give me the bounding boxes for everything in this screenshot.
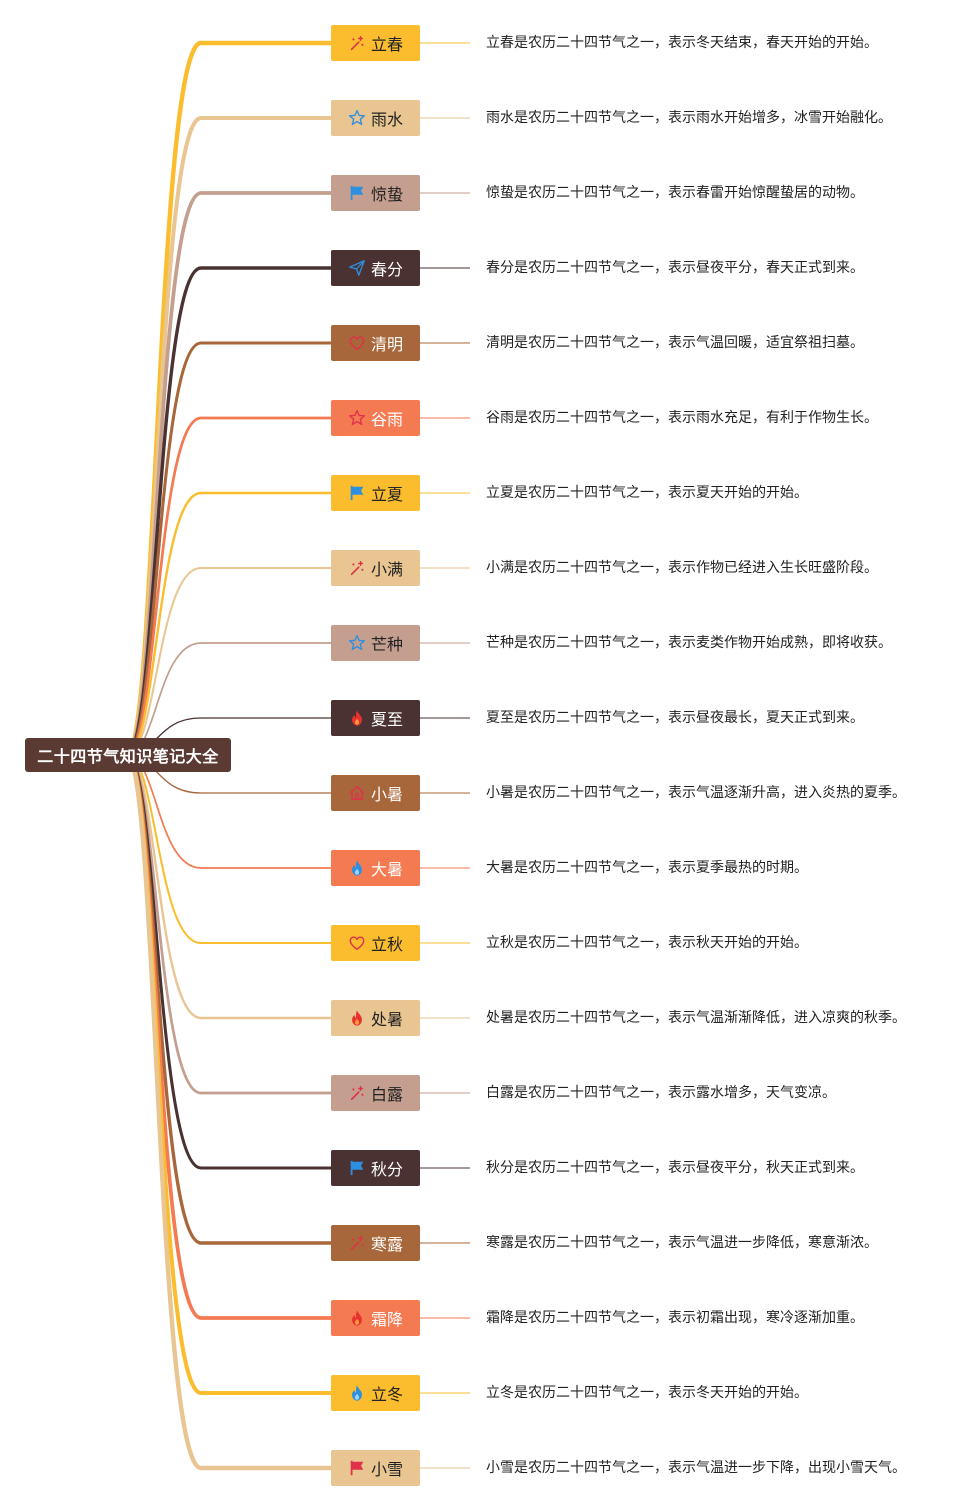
- term-label: 小雪: [370, 1460, 403, 1479]
- term-node[interactable]: 春分: [331, 250, 420, 286]
- star-outline-icon: [348, 409, 366, 427]
- term-node[interactable]: 夏至: [331, 700, 420, 736]
- term-description: 小满是农历二十四节气之一，表示作物已经进入生长旺盛阶段。: [486, 560, 878, 576]
- sparkle-icon: [348, 34, 366, 52]
- term-node[interactable]: 立夏: [331, 475, 420, 511]
- term-node[interactable]: 惊蛰: [331, 175, 420, 211]
- heart-icon: [348, 934, 366, 952]
- term-description: 立冬是农历二十四节气之一，表示冬天开始的开始。: [486, 1385, 808, 1401]
- term-description: 立春是农历二十四节气之一，表示冬天结束，春天开始的开始。: [486, 35, 878, 51]
- branch-line: [125, 566, 333, 757]
- term-label: 清明: [370, 335, 403, 354]
- branch-line: [125, 753, 333, 945]
- star-outline-icon: [348, 109, 366, 127]
- term-node[interactable]: 霜降: [331, 1300, 420, 1336]
- term-node[interactable]: 谷雨: [331, 400, 420, 436]
- term-label: 秋分: [370, 1160, 403, 1179]
- root-label: 二十四节气知识笔记大全: [37, 747, 219, 766]
- branch-line: [124, 115, 334, 758]
- term-node[interactable]: 清明: [331, 325, 420, 361]
- home-icon: [348, 784, 366, 802]
- term-label: 谷雨: [370, 410, 403, 429]
- branch-line: [124, 40, 334, 758]
- term-node[interactable]: 白露: [331, 1075, 420, 1111]
- term-label: 寒露: [370, 1235, 403, 1254]
- term-label: 白露: [370, 1085, 403, 1104]
- term-node[interactable]: 小满: [331, 550, 420, 586]
- term-description: 处暑是农历二十四节气之一，表示气温渐渐降低，进入凉爽的秋季。: [486, 1010, 906, 1026]
- flag-icon: [348, 184, 366, 202]
- term-label: 立春: [370, 35, 403, 54]
- term-description: 芒种是农历二十四节气之一，表示麦类作物开始成熟，即将收获。: [486, 635, 892, 651]
- heart-icon: [348, 334, 366, 352]
- term-node[interactable]: 小暑: [331, 775, 420, 811]
- term-label: 小暑: [370, 785, 403, 804]
- term-label: 惊蛰: [370, 185, 403, 204]
- term-label: 春分: [370, 260, 403, 279]
- term-description: 惊蛰是农历二十四节气之一，表示春雷开始惊醒蛰居的动物。: [486, 185, 864, 201]
- paper-plane-icon: [348, 259, 366, 277]
- flag-icon: [348, 1459, 366, 1477]
- term-node[interactable]: 小雪: [331, 1450, 420, 1486]
- term-label: 芒种: [370, 635, 403, 654]
- root-node[interactable]: 二十四节气知识笔记大全: [25, 738, 231, 772]
- star-outline-icon: [348, 634, 366, 652]
- term-description: 立秋是农历二十四节气之一，表示秋天开始的开始。: [486, 935, 808, 951]
- fire-icon: [348, 709, 366, 727]
- fire-icon: [348, 1309, 366, 1327]
- term-label: 处暑: [370, 1010, 403, 1029]
- term-label: 雨水: [370, 110, 403, 129]
- fire-icon: [348, 1009, 366, 1027]
- term-label: 霜降: [370, 1310, 403, 1329]
- branch-line: [125, 416, 333, 757]
- term-label: 立夏: [370, 485, 403, 504]
- term-description: 小雪是农历二十四节气之一，表示气温进一步下降，出现小雪天气。: [486, 1460, 906, 1476]
- branch-line: [125, 491, 333, 757]
- branch-line: [126, 642, 332, 756]
- term-description: 雨水是农历二十四节气之一，表示雨水开始增多，冰雪开始融化。: [486, 110, 892, 126]
- term-node[interactable]: 立秋: [331, 925, 420, 961]
- term-node[interactable]: 雨水: [331, 100, 420, 136]
- drop-icon: [348, 859, 366, 877]
- term-node[interactable]: 大暑: [331, 850, 420, 886]
- term-label: 小满: [370, 560, 403, 579]
- term-label: 立冬: [370, 1385, 403, 1404]
- flag-icon: [348, 484, 366, 502]
- term-label: 立秋: [370, 935, 403, 954]
- term-description: 大暑是农历二十四节气之一，表示夏季最热的时期。: [486, 860, 808, 876]
- branch-line: [125, 266, 333, 757]
- term-node[interactable]: 立冬: [331, 1375, 420, 1411]
- term-description: 寒露是农历二十四节气之一，表示气温进一步降低，寒意渐浓。: [486, 1235, 878, 1251]
- branch-line: [124, 752, 334, 1471]
- term-node[interactable]: 秋分: [331, 1150, 420, 1186]
- term-description: 夏至是农历二十四节气之一，表示昼夜最长，夏天正式到来。: [486, 710, 864, 726]
- sparkle-icon: [348, 1084, 366, 1102]
- term-description: 霜降是农历二十四节气之一，表示初霜出现，寒冷逐渐加重。: [486, 1310, 864, 1326]
- term-description: 白露是农历二十四节气之一，表示露水增多，天气变凉。: [486, 1085, 836, 1101]
- term-description: 立夏是农历二十四节气之一，表示夏天开始的开始。: [486, 485, 808, 501]
- term-description: 谷雨是农历二十四节气之一，表示雨水充足，有利于作物生长。: [486, 410, 878, 426]
- term-description: 小暑是农历二十四节气之一，表示气温逐渐升高，进入炎热的夏季。: [486, 785, 906, 801]
- term-description: 春分是农历二十四节气之一，表示昼夜平分，春天正式到来。: [486, 260, 864, 276]
- drop-icon: [348, 1384, 366, 1402]
- branch-line: [125, 753, 333, 1020]
- sparkle-icon: [348, 1234, 366, 1252]
- term-node[interactable]: 芒种: [331, 625, 420, 661]
- term-description: 清明是农历二十四节气之一，表示气温回暖，适宜祭祖扫墓。: [486, 335, 864, 351]
- term-description: 秋分是农历二十四节气之一，表示昼夜平分，秋天正式到来。: [486, 1160, 864, 1176]
- term-label: 夏至: [370, 710, 403, 729]
- term-node[interactable]: 寒露: [331, 1225, 420, 1261]
- flag-icon: [348, 1159, 366, 1177]
- sparkle-icon: [348, 559, 366, 577]
- branch-line: [125, 341, 333, 757]
- term-node[interactable]: 处暑: [331, 1000, 420, 1036]
- term-label: 大暑: [370, 860, 403, 879]
- branch-line: [126, 754, 332, 869]
- term-node[interactable]: 立春: [331, 25, 420, 61]
